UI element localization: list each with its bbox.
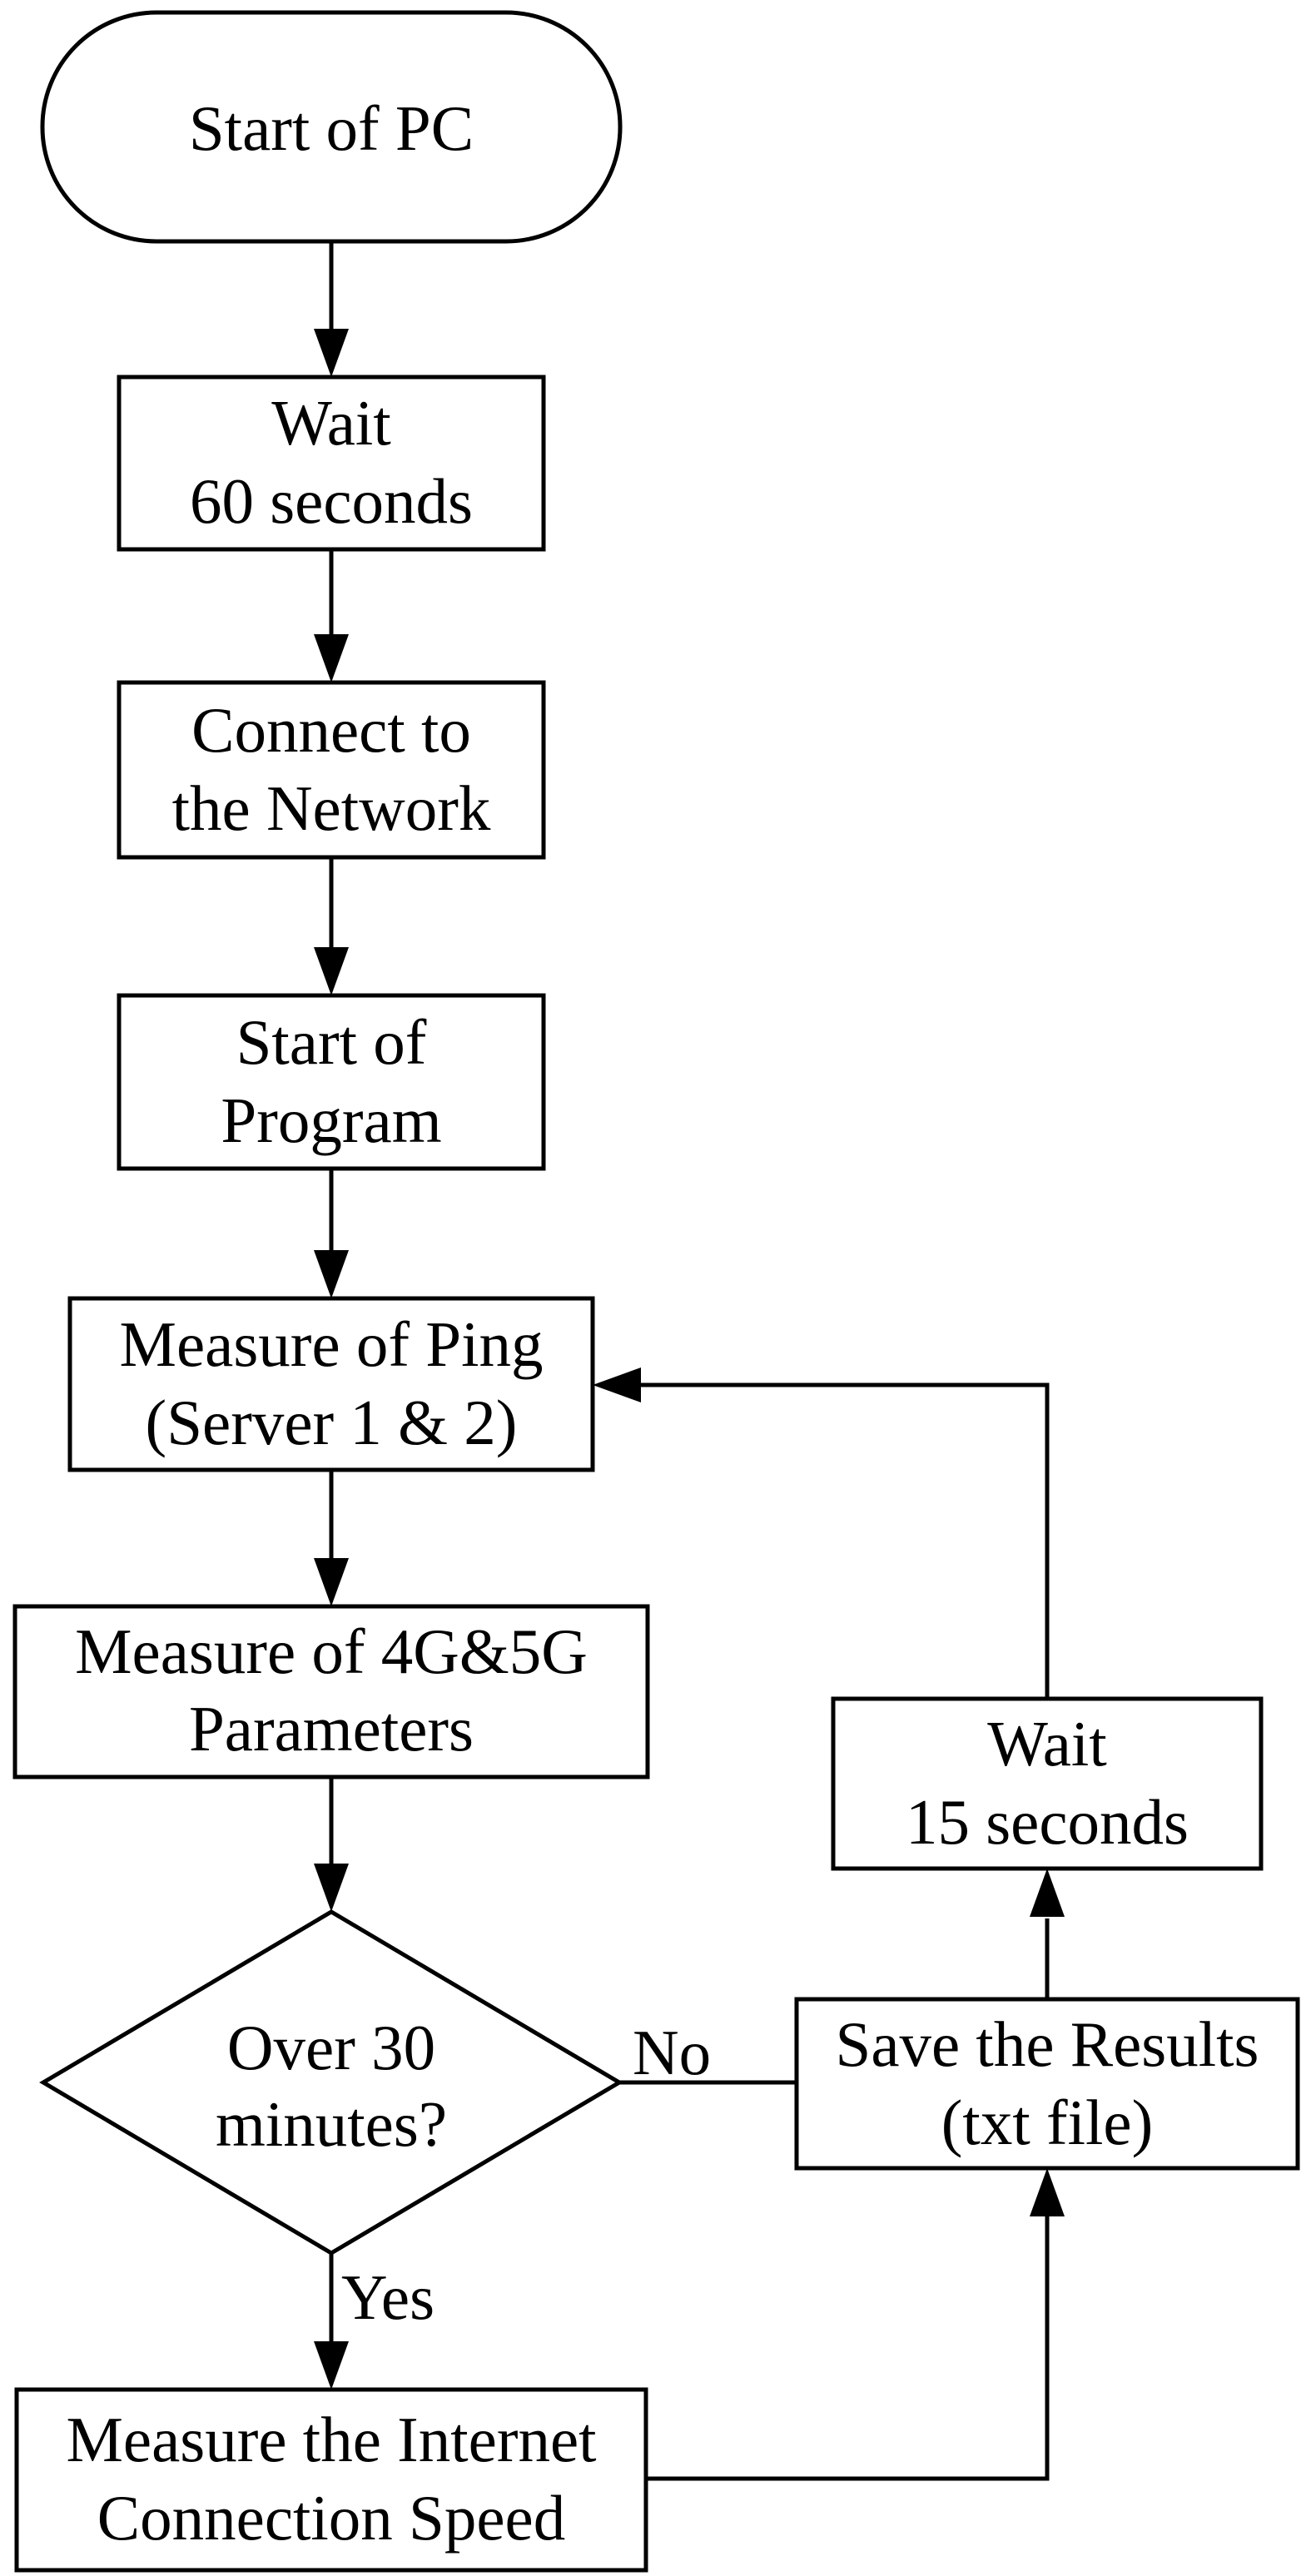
node-label-line1: Measure the Internet [66,2404,596,2475]
node-label-line1: Measure of Ping [120,1308,544,1380]
arrowhead-left-icon [593,1367,641,1402]
process-box [117,375,546,552]
node-label-line1: Start of [236,1006,427,1078]
process-box [67,1296,595,1472]
edge-decision-yes-to-measure-internet: Yes [314,2253,435,2390]
decision-diamond [39,1909,623,2256]
arrowhead-down-icon [314,1558,349,1606]
node-label-line2: (Server 1 & 2) [146,1387,518,1458]
arrowhead-down-icon [314,2341,349,2390]
node-start-of-pc: Start of PC [40,10,623,244]
edge-start-pc-to-wait-60 [314,241,349,377]
process-box [117,993,546,1171]
edge-line [646,2216,1050,2481]
node-label-line2: the Network [172,772,491,844]
edge-connect-network-to-start-program [314,857,349,995]
node-label-line1: Wait [987,1708,1106,1779]
edge-wait-15-to-measure-ping [593,1367,1050,1699]
node-label: Start of PC [189,92,474,164]
node-decision-over-30-minutes: Over 30 minutes? [39,1909,623,2256]
edge-measure-internet-to-save-results [646,2168,1065,2481]
node-label-line1: Save the Results [836,2008,1259,2080]
node-label-line2: Parameters [189,1693,474,1764]
edge-wait-60-to-connect-network [314,549,349,682]
node-label-line2: Connection Speed [97,2482,565,2554]
edge-label-no: No [633,2017,711,2088]
arrowhead-down-icon [314,947,349,995]
process-box [794,1997,1300,2171]
node-save-the-results: Save the Results (txt file) [794,1997,1300,2171]
terminator-shape [40,10,623,244]
edge-measure-ping-to-measure-4g5g [314,1470,349,1606]
node-label-line2: (txt file) [941,2087,1153,2158]
process-box [12,1604,650,1779]
node-label-line2: minutes? [216,2088,447,2160]
process-box [14,2387,648,2573]
node-measure-4g5g-parameters: Measure of 4G&5G Parameters [12,1604,650,1779]
node-connect-to-network: Connect to the Network [117,680,546,860]
node-label-line1: Over 30 [227,2012,435,2083]
arrowhead-down-icon [314,1864,349,1912]
node-label-line1: Wait [271,387,390,459]
edge-decision-no-to-save-results: No [619,2017,797,2088]
edge-save-results-to-wait-15 [1030,1869,1065,1998]
edge-line [641,1382,1050,1699]
node-wait-15-seconds: Wait 15 seconds [831,1696,1264,1871]
process-box [117,680,546,860]
node-label-line2: 60 seconds [190,465,473,537]
arrowhead-up-icon [1030,1869,1065,1917]
node-label-line2: Program [221,1085,441,1156]
arrowhead-up-icon [1030,2168,1065,2216]
node-start-of-program: Start of Program [117,993,546,1171]
arrowhead-down-icon [314,329,349,377]
process-box [831,1696,1264,1871]
arrowhead-down-icon [314,1250,349,1298]
node-wait-60-seconds: Wait 60 seconds [117,375,546,552]
node-measure-of-ping: Measure of Ping (Server 1 & 2) [67,1296,595,1472]
edge-label-yes: Yes [341,2261,435,2333]
node-label-line1: Connect to [191,694,471,766]
node-label-line1: Measure of 4G&5G [75,1616,588,1687]
node-measure-internet-speed: Measure the Internet Connection Speed [14,2387,648,2573]
arrowhead-down-icon [314,634,349,682]
edge-start-program-to-measure-ping [314,1169,349,1298]
edge-measure-4g5g-to-decision [314,1777,349,1912]
node-label-line2: 15 seconds [906,1786,1189,1858]
